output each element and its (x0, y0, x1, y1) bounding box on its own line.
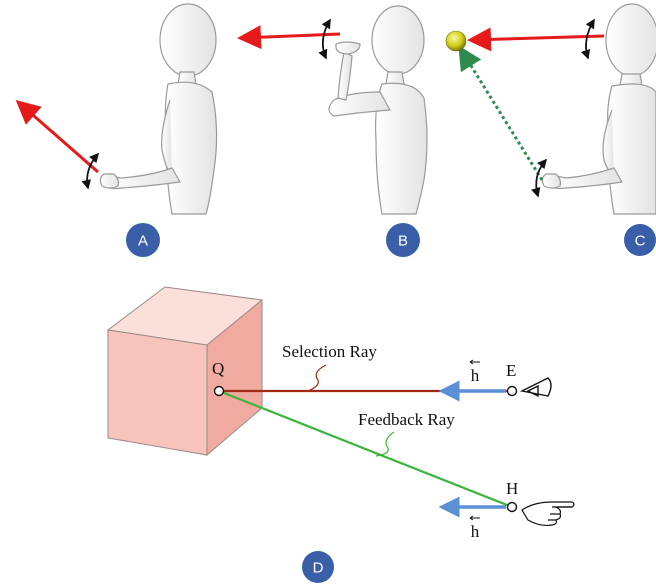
h-vector-bottom-label: h (469, 515, 480, 541)
feedback-ray (218, 389, 513, 509)
mannequin-c (541, 3, 656, 215)
target-ball (445, 30, 467, 52)
pointing-ray-c (467, 27, 605, 52)
panel-label-b: B (398, 233, 408, 250)
dotted-ray-c (458, 45, 544, 181)
mannequin-a (99, 3, 218, 215)
panel-b: B (237, 5, 428, 257)
point-q-label: Q (212, 359, 224, 378)
point-e-label: E (506, 361, 516, 380)
rotation-arrow-icon (81, 152, 100, 190)
point-h-marker (506, 501, 518, 513)
panel-d: Q E H h h Selection Ray Feedback Ray (106, 286, 575, 583)
point-e-marker (506, 385, 518, 397)
h-vector-top-label: h (469, 359, 480, 385)
panel-c: C (445, 3, 656, 256)
feedback-ray-label: Feedback Ray (358, 410, 455, 429)
rotation-arrow-icon (531, 18, 595, 198)
panel-a: A (15, 3, 218, 257)
panel-label-a: A (138, 233, 148, 250)
pointing-hand-icon (521, 501, 575, 527)
panel-badge-b: B (386, 223, 420, 257)
h-vector-top-text: h (471, 366, 480, 385)
pointing-ray-b (237, 25, 341, 50)
point-q-marker (213, 385, 225, 397)
panel-label-d: D (313, 560, 324, 577)
panel-label-c: C (635, 233, 646, 250)
point-h-label: H (506, 479, 518, 498)
selection-ray-leader (307, 364, 327, 392)
panel-badge-c: C (624, 224, 656, 256)
selection-ray-label: Selection Ray (282, 342, 377, 361)
eye-icon (519, 377, 552, 398)
panel-badge-a: A (126, 223, 160, 257)
target-cube (106, 286, 264, 457)
mannequin-b (328, 5, 428, 215)
panel-badge-d: D (302, 551, 334, 583)
h-vector-bottom-text: h (471, 522, 480, 541)
pointing-ray-a (15, 100, 99, 174)
feedback-ray-leader (375, 431, 395, 457)
rotation-arrow-icon (318, 18, 331, 60)
cube-front-face (107, 329, 208, 456)
